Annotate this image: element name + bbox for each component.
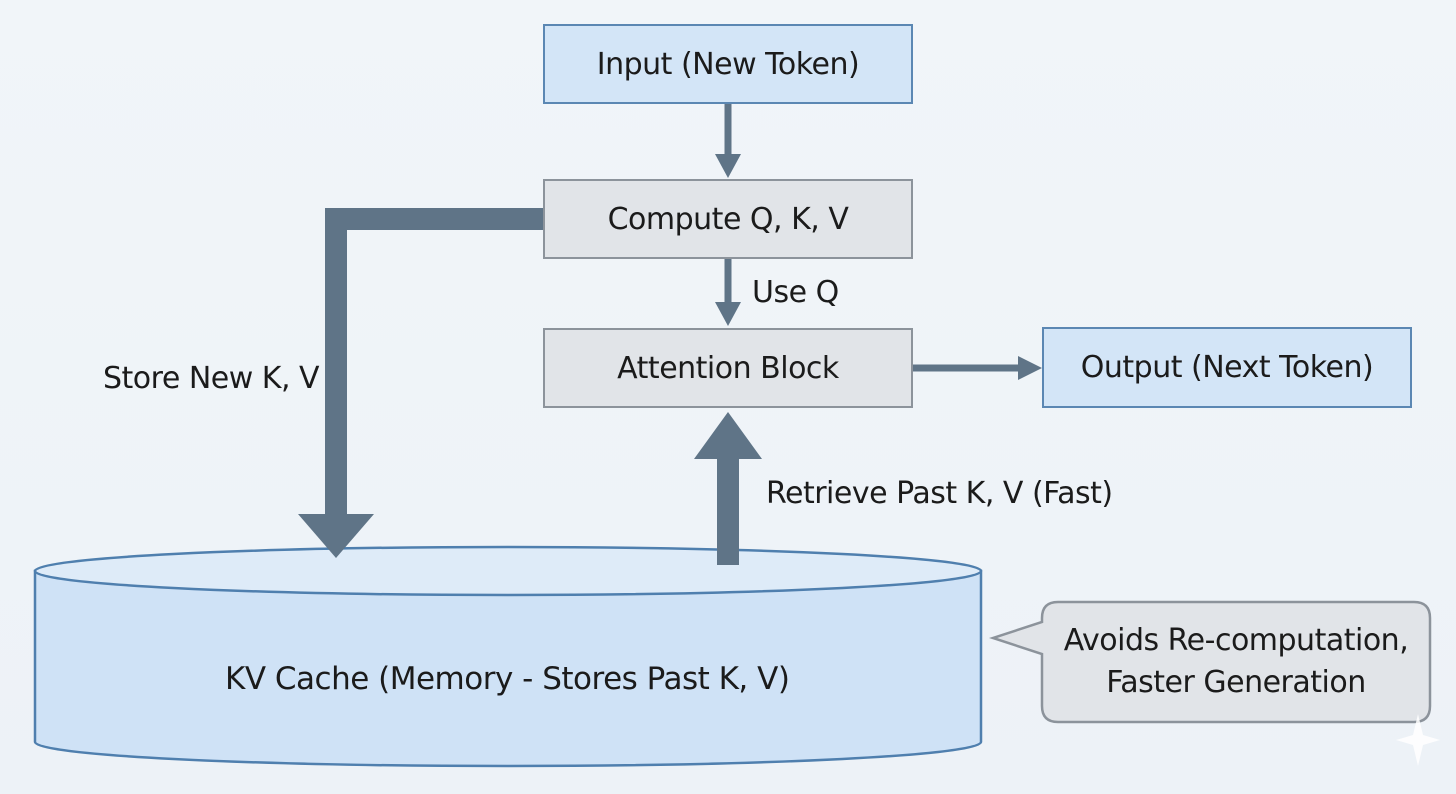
callout-line-2: Faster Generation [1106, 665, 1366, 700]
sparkle-icon [1396, 714, 1440, 766]
callout-text: Avoids Re-computation, Faster Generation [1042, 620, 1430, 704]
compute-qkv-label: Compute Q, K, V [607, 201, 849, 237]
kv-cache-cylinder [33, 545, 983, 768]
output-token-box: Output (Next Token) [1042, 327, 1412, 408]
arrow-input-to-compute [715, 104, 741, 178]
arrow-retrieve-from-cache [694, 412, 762, 565]
arrow-compute-to-attention [715, 259, 741, 326]
input-token-box: Input (New Token) [543, 24, 913, 104]
output-token-label: Output (Next Token) [1080, 350, 1374, 385]
compute-qkv-box: Compute Q, K, V [543, 179, 913, 259]
callout-bubble [988, 600, 1432, 724]
retrieve-kv-label: Retrieve Past K, V (Fast) [766, 476, 1113, 511]
attention-block-label: Attention Block [617, 350, 839, 386]
input-token-label: Input (New Token) [596, 46, 860, 82]
arrow-attention-to-output [913, 356, 1042, 380]
callout-line-1: Avoids Re-computation, [1063, 623, 1409, 658]
store-kv-label: Store New K, V [103, 361, 320, 396]
use-q-label: Use Q [752, 275, 839, 310]
kv-cache-label: KV Cache (Memory - Stores Past K, V) [225, 661, 790, 697]
arrow-store-to-cache [298, 208, 543, 558]
attention-block-box: Attention Block [543, 328, 913, 408]
